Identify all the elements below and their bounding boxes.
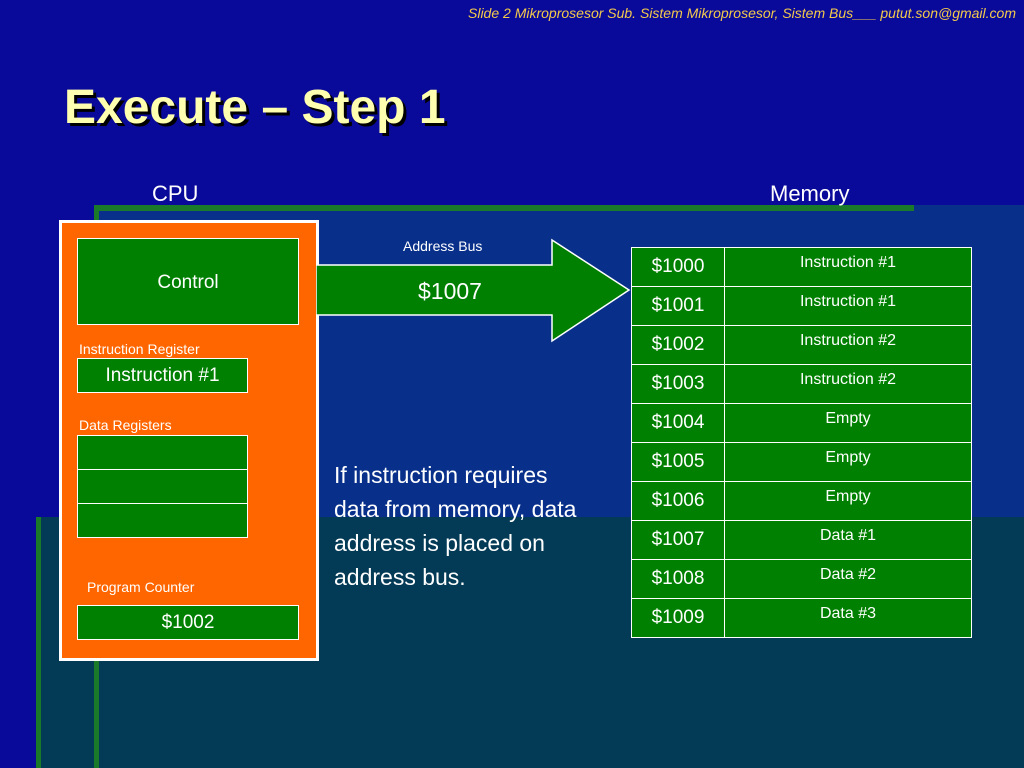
cpu-label: CPU [152,181,199,206]
memory-address: $1000 [631,247,725,287]
memory-content: Instruction #1 [724,286,972,326]
address-bus-label: Address Bus [403,238,483,254]
data-register [77,469,248,504]
address-bus-value: $1007 [418,278,482,304]
memory-address: $1006 [631,481,725,521]
memory-address: $1003 [631,364,725,404]
instruction-register: Instruction #1 [77,358,248,393]
memory-address: $1001 [631,286,725,326]
memory-address: $1009 [631,598,725,638]
decorative-line [36,517,41,768]
address-bus-arrow [316,238,631,343]
memory-content: Empty [724,442,972,482]
instruction-register-label: Instruction Register [79,341,200,357]
memory-label: Memory [770,181,850,206]
memory-content: Data #3 [724,598,972,638]
data-registers-label: Data Registers [79,417,172,433]
memory-content: Empty [724,481,972,521]
slide-header: Slide 2 Mikroprosesor Sub. Sistem Mikrop… [468,5,1016,21]
program-counter: $1002 [77,605,299,640]
memory-content: Instruction #2 [724,364,972,404]
memory-address: $1005 [631,442,725,482]
data-register [77,435,248,470]
control-label: Control [157,272,219,293]
control-unit: Control [77,238,299,325]
memory-content: Data #1 [724,520,972,560]
data-register [77,503,248,538]
memory-content: Data #2 [724,559,972,599]
decorative-line [94,205,914,211]
memory-address: $1002 [631,325,725,365]
memory-content: Empty [724,403,972,443]
slide-title: Execute – Step 1 [64,81,446,134]
memory-content: Instruction #2 [724,325,972,365]
program-counter-label: Program Counter [87,579,195,595]
memory-address: $1008 [631,559,725,599]
memory-address: $1007 [631,520,725,560]
memory-content: Instruction #1 [724,247,972,287]
memory-address: $1004 [631,403,725,443]
explanation-text: If instruction requires data from memory… [334,462,577,590]
